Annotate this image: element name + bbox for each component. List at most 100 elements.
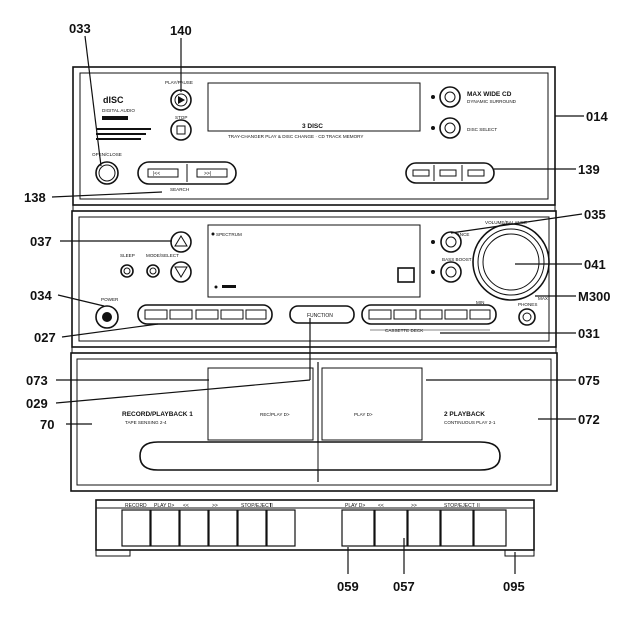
callout-139: 139 (578, 162, 600, 177)
transport-key-right-3[interactable] (440, 509, 474, 547)
deck2-title: 2 PLAYBACK (444, 411, 485, 418)
transport-key-right-2[interactable] (407, 509, 441, 547)
transport-key-label-right-0: PLAY D> (345, 503, 365, 509)
callout-140: 140 (170, 23, 192, 38)
transport-key-label-left-5: II (270, 503, 273, 509)
disc-logo-bar (102, 116, 128, 120)
transport-key-label-left-4: STOP/EJECT (241, 503, 272, 509)
disc-select-label: DISC SELECT (467, 127, 497, 132)
transport-key-right-0[interactable] (341, 509, 375, 547)
function-button[interactable]: FUNCTION (289, 305, 355, 324)
callout-075: 075 (578, 373, 600, 388)
callout-031: 031 (578, 326, 600, 341)
tuner-button-pill[interactable] (137, 304, 273, 325)
deck2-sub: CONTINUOUS PLAY 2-1 (444, 420, 496, 425)
led-indicator (431, 95, 435, 99)
disc-logo: dISC (103, 95, 124, 105)
power-button[interactable] (95, 305, 119, 329)
transport-key-label-right-3: STOP/EJECT (444, 503, 475, 509)
disc-logo-sub: DIGITAL AUDIO (102, 108, 135, 113)
cassette-button-pill[interactable] (361, 304, 497, 325)
callout-027: 027 (34, 330, 56, 345)
bass-boost-label: BASS BOOST (442, 257, 472, 262)
callout-059: 059 (337, 579, 359, 594)
svg-text:>>|: >>| (204, 171, 211, 177)
search-button-pill[interactable]: |<< >>| (137, 161, 237, 185)
callout-072: 072 (578, 412, 600, 427)
callout-138: 138 (24, 190, 46, 205)
transport-key-right-4[interactable] (473, 509, 507, 547)
power-label: POWER (101, 297, 119, 302)
transport-key-left-1[interactable] (150, 509, 180, 547)
callout-029: 029 (26, 396, 48, 411)
callout-095: 095 (503, 579, 525, 594)
open-close-label: OPEN/CLOSE (92, 152, 122, 157)
callout-labels: 033 140 014 139 138 035 037 041 034 M300… (24, 21, 611, 594)
transport-key-label-left-1: PLAY D> (154, 503, 174, 509)
bass-up-button[interactable] (170, 231, 192, 253)
volume-balance-label: VOLUME/BALANCE (485, 220, 527, 225)
tape-unit: REC/PLAY D> PLAY D> RECORD/PLAYBACK 1 TA… (70, 352, 558, 492)
callout-014: 014 (586, 109, 608, 124)
transport-key-label-right-1: << (378, 503, 384, 509)
open-close-knob[interactable] (95, 161, 119, 185)
cassette-deck-label: CASSETTE DECK (385, 328, 424, 333)
phones-jack[interactable] (518, 308, 536, 326)
balance-button[interactable] (440, 231, 462, 253)
play-pause-button[interactable] (170, 89, 192, 111)
max-cd-label: MAX WIDE CD (467, 91, 512, 98)
spectrum-label: SPECTRUM (216, 232, 242, 237)
phones-label: PHONES (518, 302, 537, 307)
callout-035: 035 (584, 207, 606, 222)
amp-display-window (207, 224, 421, 298)
sleep-button[interactable] (120, 264, 134, 278)
transport-key-left-4[interactable] (237, 509, 267, 547)
deck1-title: RECORD/PLAYBACK 1 (122, 411, 193, 418)
stop-button[interactable] (170, 119, 192, 141)
deck1-window (207, 367, 314, 441)
callout-057: 057 (393, 579, 415, 594)
disc-select-button[interactable] (439, 117, 461, 139)
display-icon (397, 267, 415, 283)
callout-70: 70 (40, 417, 54, 432)
deck-door-bar[interactable] (139, 441, 501, 471)
svg-text:MIN: MIN (476, 300, 484, 305)
mode-select-label: MODE/SELECT (146, 253, 179, 258)
transport-key-label-right-2: >> (411, 503, 417, 509)
mode-select-button[interactable] (146, 264, 160, 278)
svg-text:|<<: |<< (153, 171, 160, 177)
cd-unit-inner-frame (79, 72, 549, 200)
tray-text: TRAY-CHANGER PLAY & DISC CHANGE · CD TRA… (228, 134, 363, 139)
transport-key-label-left-2: << (183, 503, 189, 509)
deck1-sub: TAPE SENSING 2-4 (125, 420, 167, 425)
transport-key-left-5[interactable] (266, 509, 296, 547)
svg-text:MAX: MAX (538, 296, 548, 301)
bass-boost-button[interactable] (440, 261, 462, 283)
foot-right (504, 549, 535, 557)
volume-knob[interactable] (472, 223, 550, 301)
transport-key-label-left-0: RECORD (125, 503, 147, 509)
amp-unit: SPECTRUM SLEEP MODE/SELECT POWER (71, 210, 557, 354)
stop-label: STOP (175, 115, 187, 120)
deck2-window-label: PLAY D> (354, 412, 373, 417)
max-wide-cd-button[interactable] (439, 86, 461, 108)
cd-function-button-pill[interactable] (405, 162, 495, 184)
foot-left (95, 549, 131, 557)
transport-key-right-1[interactable] (374, 509, 408, 547)
bass-down-button[interactable] (170, 261, 192, 283)
transport-key-left-2[interactable] (179, 509, 209, 547)
transport-key-left-3[interactable] (208, 509, 238, 547)
sleep-label: SLEEP (120, 253, 135, 258)
callout-M300: M300 (578, 289, 611, 304)
search-label: SEARCH (170, 187, 189, 192)
deck2-window (321, 367, 423, 441)
cd-base-plate (72, 204, 556, 212)
svg-text:FUNCTION: FUNCTION (307, 313, 333, 319)
callout-073: 073 (26, 373, 48, 388)
transport-key-left-0[interactable] (121, 509, 151, 547)
play-pause-label: PLAY/PAUSE (165, 80, 193, 85)
cd-unit: dISC DIGITAL AUDIO PLAY/PAUSE STOP 3 DIS… (72, 66, 556, 212)
three-disc-label: 3 DISC (302, 123, 323, 130)
